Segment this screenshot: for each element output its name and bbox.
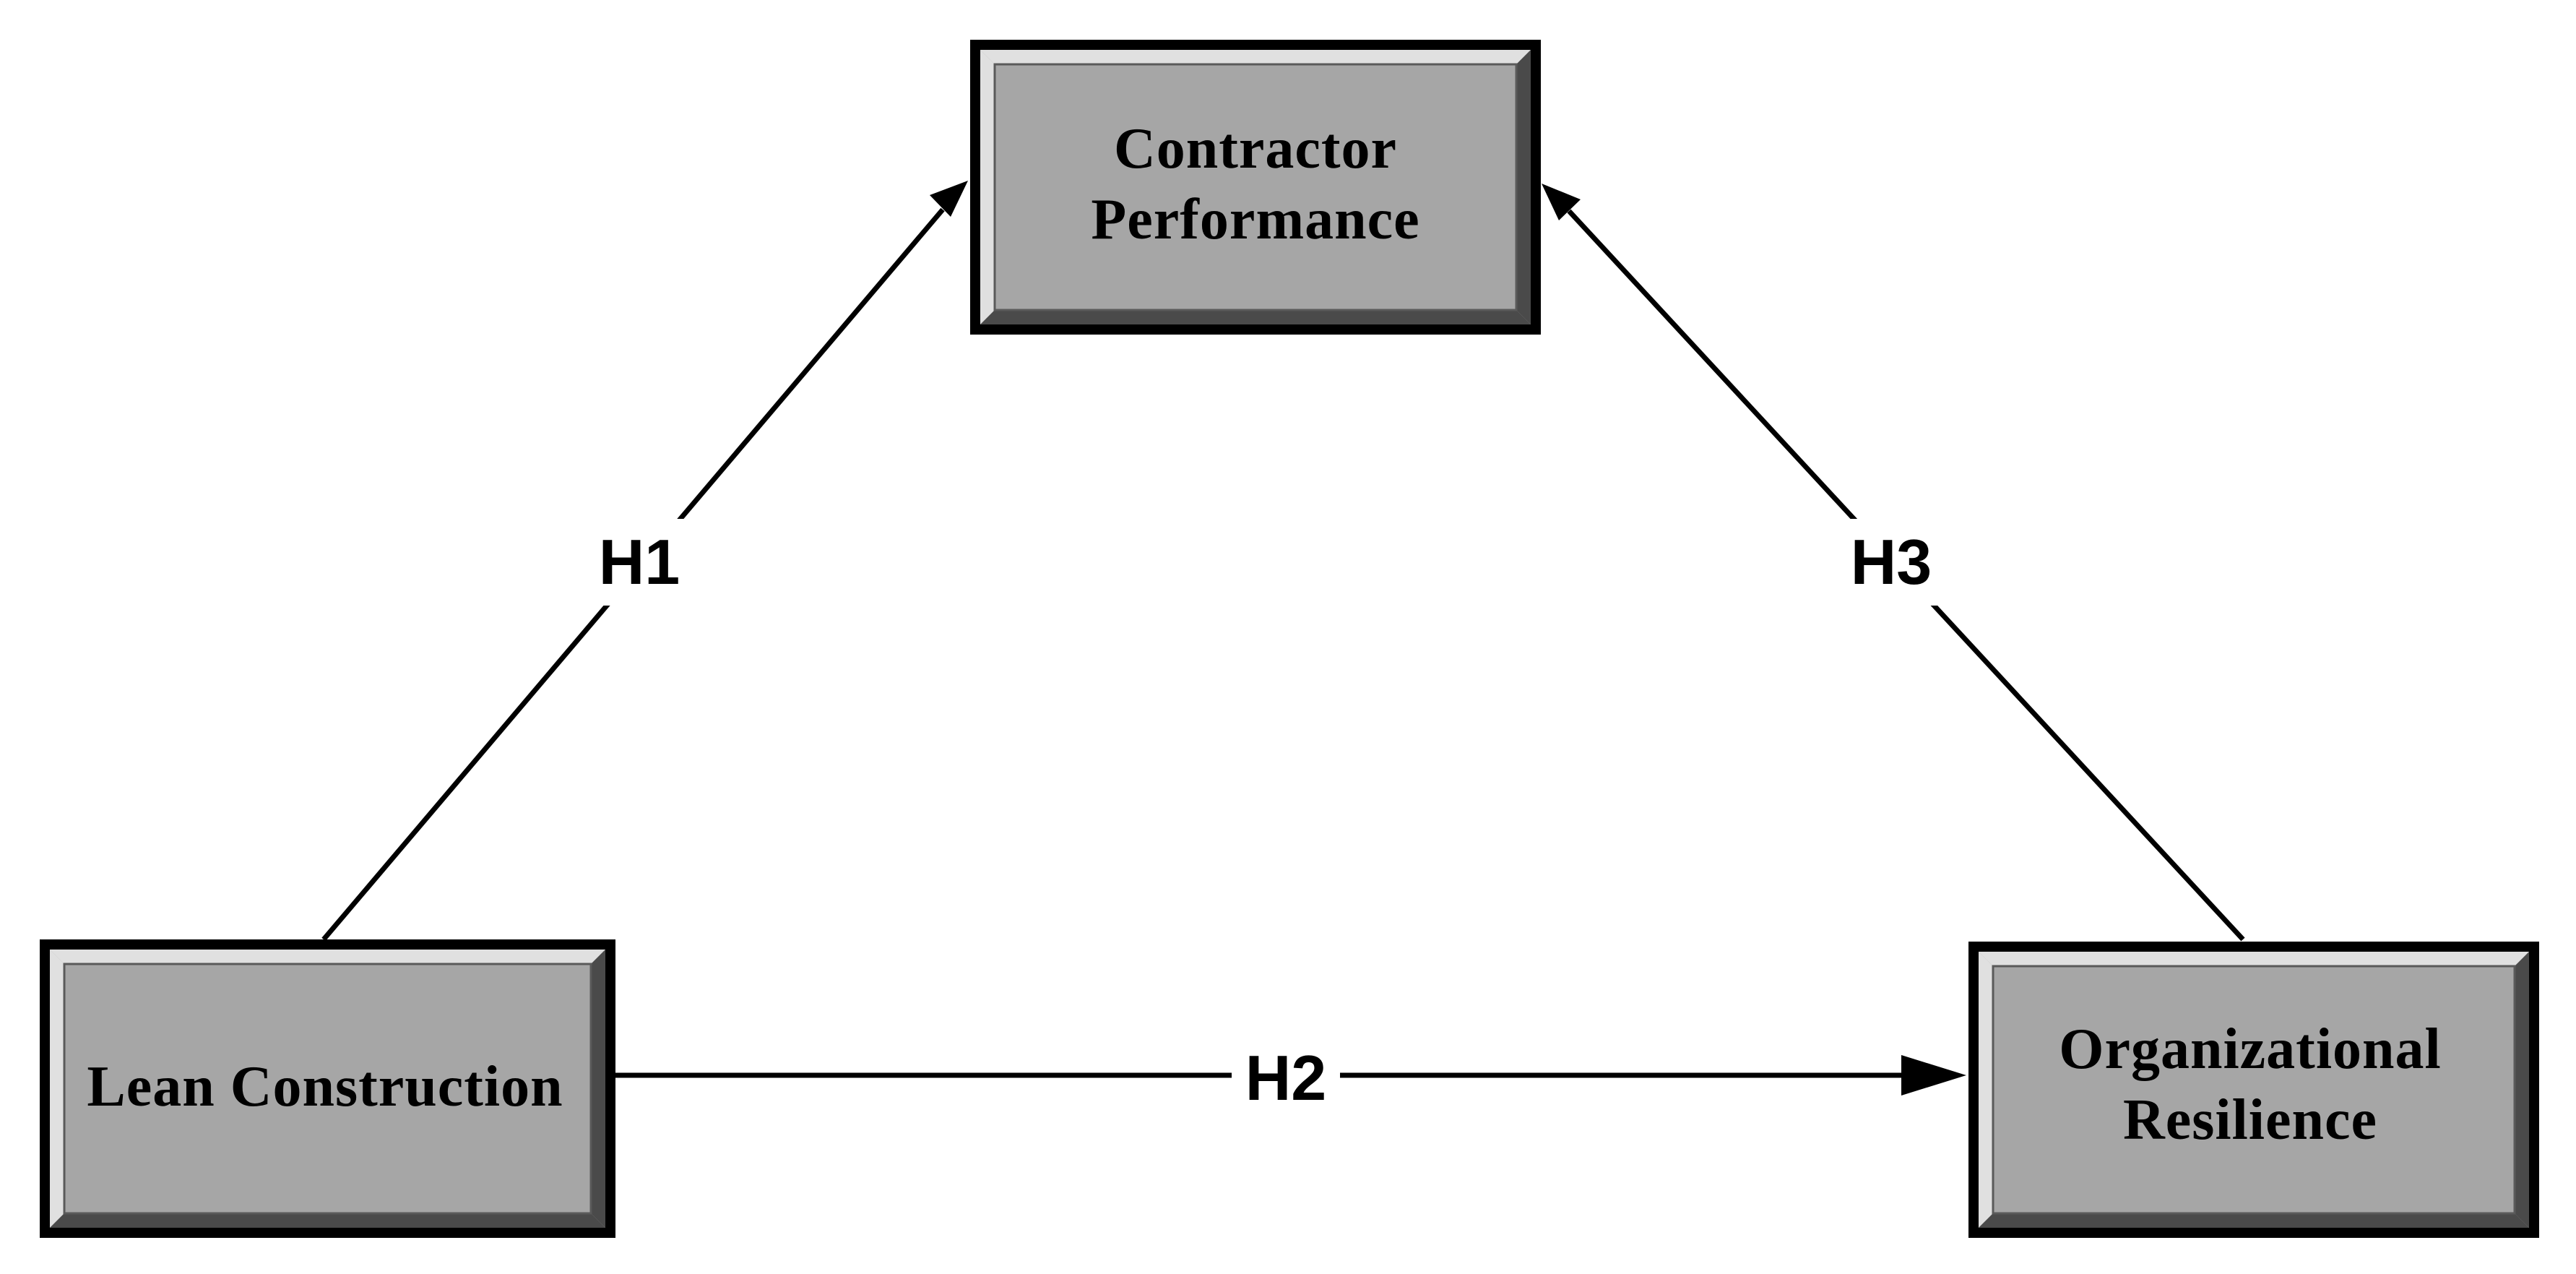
edge-h3: H3 bbox=[1542, 184, 2245, 942]
edge-h1-label-bg bbox=[585, 519, 693, 606]
edge-h1-arrowhead bbox=[930, 181, 968, 217]
edge-h2-arrowhead bbox=[1901, 1055, 1966, 1096]
node-organizational-resilience-line-2: Resilience bbox=[2123, 1088, 2377, 1152]
edge-h3-label: H3 bbox=[1851, 526, 1932, 598]
node-organizational-resilience-line-1: Organizational bbox=[2059, 1017, 2442, 1081]
edge-h3-label-bg bbox=[1835, 519, 1950, 606]
node-lean-construction-line-1: Lean Construction bbox=[87, 1055, 563, 1119]
edge-h1-label: H1 bbox=[599, 526, 680, 598]
node-contractor-performance-line-2: Performance bbox=[1091, 188, 1419, 251]
node-organizational-resilience-face bbox=[1992, 965, 2516, 1215]
node-contractor-performance: Contractor Performance bbox=[970, 40, 1541, 335]
node-lean-construction: Lean Construction bbox=[40, 939, 615, 1238]
node-contractor-performance-face bbox=[993, 63, 1518, 311]
edge-h2-label-bg bbox=[1232, 1041, 1340, 1113]
node-contractor-performance-line-1: Contractor bbox=[1114, 117, 1397, 181]
edge-h3-arrowhead bbox=[1542, 184, 1581, 220]
edge-h2: H2 bbox=[603, 1041, 1966, 1114]
edge-h2-label: H2 bbox=[1245, 1042, 1327, 1114]
edge-h1: H1 bbox=[321, 181, 968, 942]
node-lean-construction-face bbox=[63, 963, 592, 1215]
node-organizational-resilience: Organizational Resilience bbox=[1968, 942, 2539, 1238]
